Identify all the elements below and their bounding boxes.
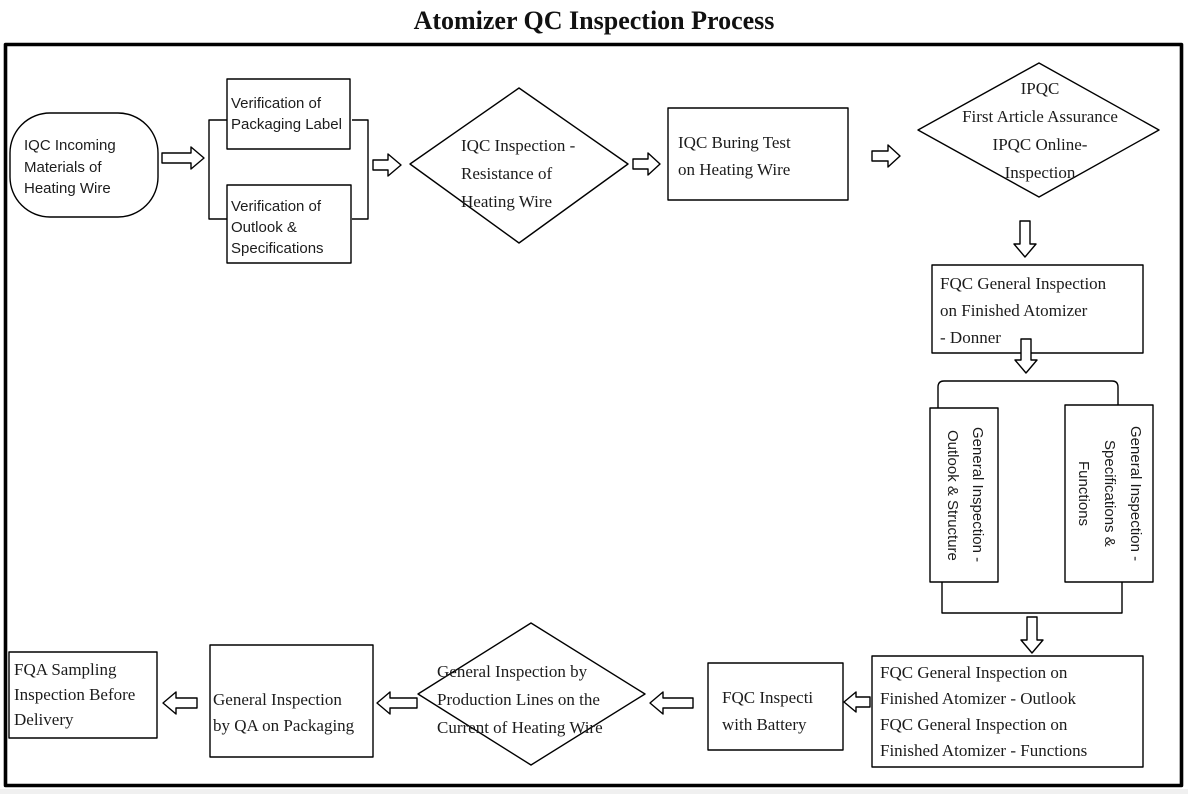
gi-specs-functions-label: General Inspection - Specifications & Fu… bbox=[1075, 425, 1144, 562]
shape-iqc-inspection-diamond bbox=[409, 87, 629, 244]
verify-outlook-label: Verification of Outlook & Specifications bbox=[231, 198, 324, 257]
iqc-buring-label: IQC Buring Test on Heating Wire bbox=[678, 133, 791, 179]
shape-fqa-sampling bbox=[8, 651, 158, 739]
gi-outlook-structure-label: General Inspection - Outlook & Structure bbox=[944, 427, 986, 563]
arrow-left-icon bbox=[376, 691, 418, 715]
shape-verify-packaging bbox=[226, 78, 351, 150]
arrow-down-icon bbox=[1014, 338, 1038, 374]
page-title: Atomizer QC Inspection Process bbox=[413, 6, 775, 35]
gi-qa-packaging-label: General Inspection by QA on Packaging bbox=[213, 690, 355, 735]
shape-gi-specs-functions bbox=[1064, 404, 1154, 583]
shape-iqc-buring bbox=[667, 107, 849, 201]
fqc-battery-label: FQC Inspecti with Battery bbox=[722, 688, 814, 734]
fqc-donner-label: FQC General Inspection on Finished Atomi… bbox=[940, 274, 1107, 347]
gi-production-label: General Inspection by Production Lines o… bbox=[437, 662, 603, 737]
shape-fqc-outlook-functions bbox=[871, 655, 1144, 768]
shape-ipqc-diamond bbox=[917, 62, 1160, 198]
arrow-down-icon bbox=[1013, 220, 1037, 258]
shape-verify-outlook bbox=[226, 184, 352, 264]
iqc-incoming-label: IQC Incoming Materials of Heating Wire bbox=[24, 137, 116, 197]
verify-packaging-label: Verification of Packaging Label bbox=[231, 95, 342, 133]
arrow-right-icon bbox=[161, 146, 205, 170]
arrow-right-icon bbox=[372, 153, 402, 177]
arrow-right-icon bbox=[632, 152, 661, 176]
arrow-down-icon bbox=[1020, 616, 1044, 654]
bracket-right bbox=[352, 119, 369, 220]
fqa-sampling-label: FQA Sampling Inspection Before Delivery bbox=[14, 660, 136, 729]
arrow-left-icon bbox=[649, 691, 694, 715]
ipqc-label: IPQC First Article Assurance IPQC Online… bbox=[962, 79, 1118, 182]
shape-fqc-battery bbox=[707, 662, 844, 751]
shape-fqc-donner bbox=[931, 264, 1144, 354]
bracket-split-top bbox=[937, 380, 1119, 408]
arrow-left-icon bbox=[843, 691, 871, 713]
shape-gi-qa-packaging bbox=[209, 644, 374, 758]
page-edge bbox=[0, 789, 1188, 794]
diagram-border bbox=[3, 42, 1184, 788]
bracket-left bbox=[208, 119, 227, 220]
shape-gi-outlook-structure bbox=[929, 407, 999, 583]
arrow-left-icon bbox=[162, 691, 198, 715]
shape-gi-production-diamond bbox=[417, 622, 646, 766]
shape-iqc-incoming bbox=[9, 112, 159, 218]
fqc-outlook-functions-label: FQC General Inspection on Finished Atomi… bbox=[880, 663, 1088, 760]
bracket-merge-bottom bbox=[941, 582, 1123, 614]
arrow-right-icon bbox=[871, 144, 901, 168]
iqc-inspection-label: IQC Inspection - Resistance of Heating W… bbox=[461, 136, 576, 211]
